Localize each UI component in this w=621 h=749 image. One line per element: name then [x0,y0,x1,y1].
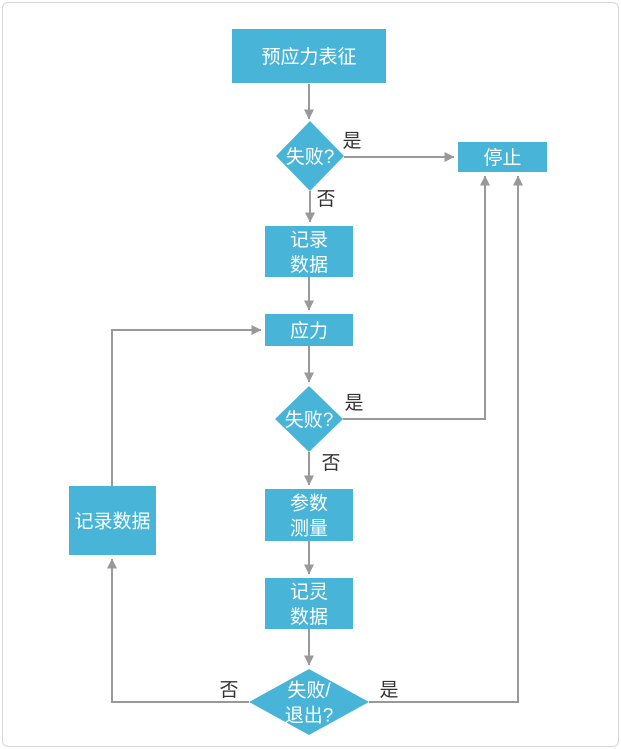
edge-label-failure2-yes-label: 是 [344,393,363,414]
flow-node-record-data-mid: 记灵数据 [265,578,353,629]
flow-node-record-data-top: 记录数据 [265,226,353,277]
stop-shape [458,142,547,172]
edge-label-failure-exit-yes-label: 是 [379,680,398,701]
edge-label-failure2-no-label: 否 [321,453,340,474]
record-data-left-label: 记录数据 [74,510,150,532]
flow-connector-failure-exit-yes-to-stop [369,175,523,703]
flow-node-prestress-characterization: 预应力表征 [232,29,386,83]
stop-label: 停止 [483,147,521,169]
flow-node-parameter-measurement: 参数测量 [265,489,353,541]
failure-check-1-shape [276,121,344,191]
edge-label-failure-exit-no-label: 否 [219,680,238,701]
flow-node-record-data-left: 记录数据 [69,486,156,555]
prestress-characterization-label: 预应力表征 [261,46,356,68]
record-data-mid-label: 记灵数据 [290,581,328,628]
record-data-left-shape [69,486,156,555]
flow-connector-record-left-to-stress [111,325,262,486]
flow-connector-failure-exit-no-to-record-left [107,558,249,703]
edge-label-failure1-yes-label: 是 [342,131,361,152]
record-data-top-label: 记录数据 [290,229,328,276]
failure-check-1-label: 失败? [286,146,335,168]
failure-check-2-shape [275,386,343,452]
stress-shape [265,314,353,346]
flow-node-failure-exit-check: 失败/退出? [249,669,369,735]
flow-node-failure-check-1: 失败? [276,121,344,191]
edge-label-failure1-no-label: 否 [316,189,335,210]
flow-node-stress: 应力 [265,314,353,346]
failure-exit-check-label: 失败/退出? [285,679,334,726]
flow-node-stop: 停止 [458,142,547,172]
parameter-measurement-shape [265,489,353,541]
failure-check-2-label: 失败? [285,409,334,431]
prestress-characterization-shape [232,29,386,83]
record-data-mid-shape [265,578,353,629]
flow-node-failure-check-2: 失败? [275,386,343,452]
flow-connector-failure2-yes-to-stop [343,175,490,420]
parameter-measurement-label: 参数测量 [290,492,328,539]
record-data-top-shape [265,226,353,277]
failure-exit-check-shape [249,669,369,735]
stress-label: 应力 [290,320,328,342]
